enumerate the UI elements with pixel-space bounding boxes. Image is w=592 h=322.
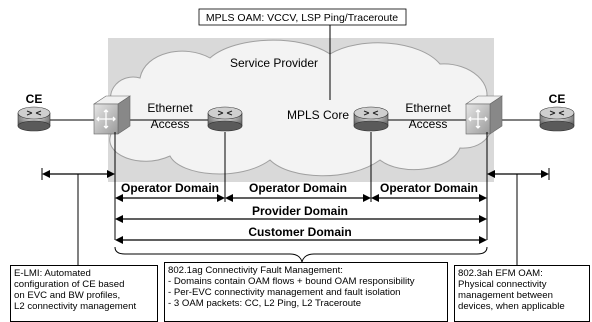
customer-domain-label: Customer Domain	[248, 225, 351, 239]
ethernet-access-right-label-1: Ethernet	[405, 101, 451, 115]
cfm-note-line-2: - Domains contain OAM flows + bound OAM …	[168, 276, 415, 287]
elmi-note-line-2: configuration of CE based	[14, 279, 125, 290]
ethernet-switch-left-icon	[93, 95, 131, 135]
efm-note-line-2: Physical connectivity	[458, 279, 547, 290]
cfm-bracket	[114, 246, 488, 263]
mpls-oam-box	[198, 8, 407, 26]
operator-domain-3-arrow	[371, 194, 487, 202]
provider-domain-arrow	[115, 215, 487, 223]
provider-domain-label: Provider Domain	[252, 204, 348, 218]
service-provider-label: Service Provider	[230, 56, 318, 70]
efm-note-line-4: devices, when applicable	[458, 301, 565, 312]
customer-domain-arrow	[115, 236, 487, 244]
elmi-note-line-4: L2 connectivity management	[14, 301, 137, 312]
ce-left-label: CE	[26, 92, 43, 106]
elmi-note-line-1: E-LMI: Automated	[14, 268, 91, 279]
ce-left-router-icon	[17, 106, 51, 132]
ethernet-access-right-label-2: Access	[409, 117, 448, 131]
efm-span-arrow	[487, 170, 549, 178]
cfm-note-line-1: 802.1ag Connectivity Fault Management:	[168, 265, 343, 276]
operator-domain-2-arrow	[225, 194, 371, 202]
service-provider-cloud	[102, 39, 493, 177]
ce-right-label: CE	[549, 92, 566, 106]
operator-domain-2-label: Operator Domain	[249, 181, 347, 195]
elmi-note-line-3: on EVC and BW profiles,	[14, 290, 121, 301]
ethernet-access-left-label-1: Ethernet	[147, 101, 193, 115]
cfm-note: 802.1ag Connectivity Fault Management: -…	[164, 262, 448, 322]
mpls-oam-label: MPLS OAM: VCCV, LSP Ping/Traceroute	[206, 12, 398, 24]
cfm-note-line-4: - 3 OAM packets: CC, L2 Ping, L2 Tracero…	[168, 298, 362, 309]
mpls-core-left-router-icon	[207, 106, 243, 132]
operator-domain-3-label: Operator Domain	[380, 181, 478, 195]
cfm-note-line-3: - Per-EVC connectivity management and fa…	[168, 287, 401, 298]
operator-domain-1-label: Operator Domain	[121, 181, 219, 195]
efm-note-line-3: management between	[458, 290, 553, 301]
ethernet-access-left-label-2: Access	[151, 117, 190, 131]
elmi-note: E-LMI: Automated configuration of CE bas…	[10, 265, 158, 322]
mpls-core-right-router-icon	[353, 106, 389, 132]
ethernet-switch-right-icon	[465, 95, 503, 135]
operator-domain-1-arrow	[115, 194, 225, 202]
efm-note: 802.3ah EFM OAM: Physical connectivity m…	[454, 265, 590, 322]
ce-right-router-icon	[539, 106, 575, 132]
efm-note-line-1: 802.3ah EFM OAM:	[458, 268, 543, 279]
mpls-core-label: MPLS Core	[287, 108, 349, 122]
